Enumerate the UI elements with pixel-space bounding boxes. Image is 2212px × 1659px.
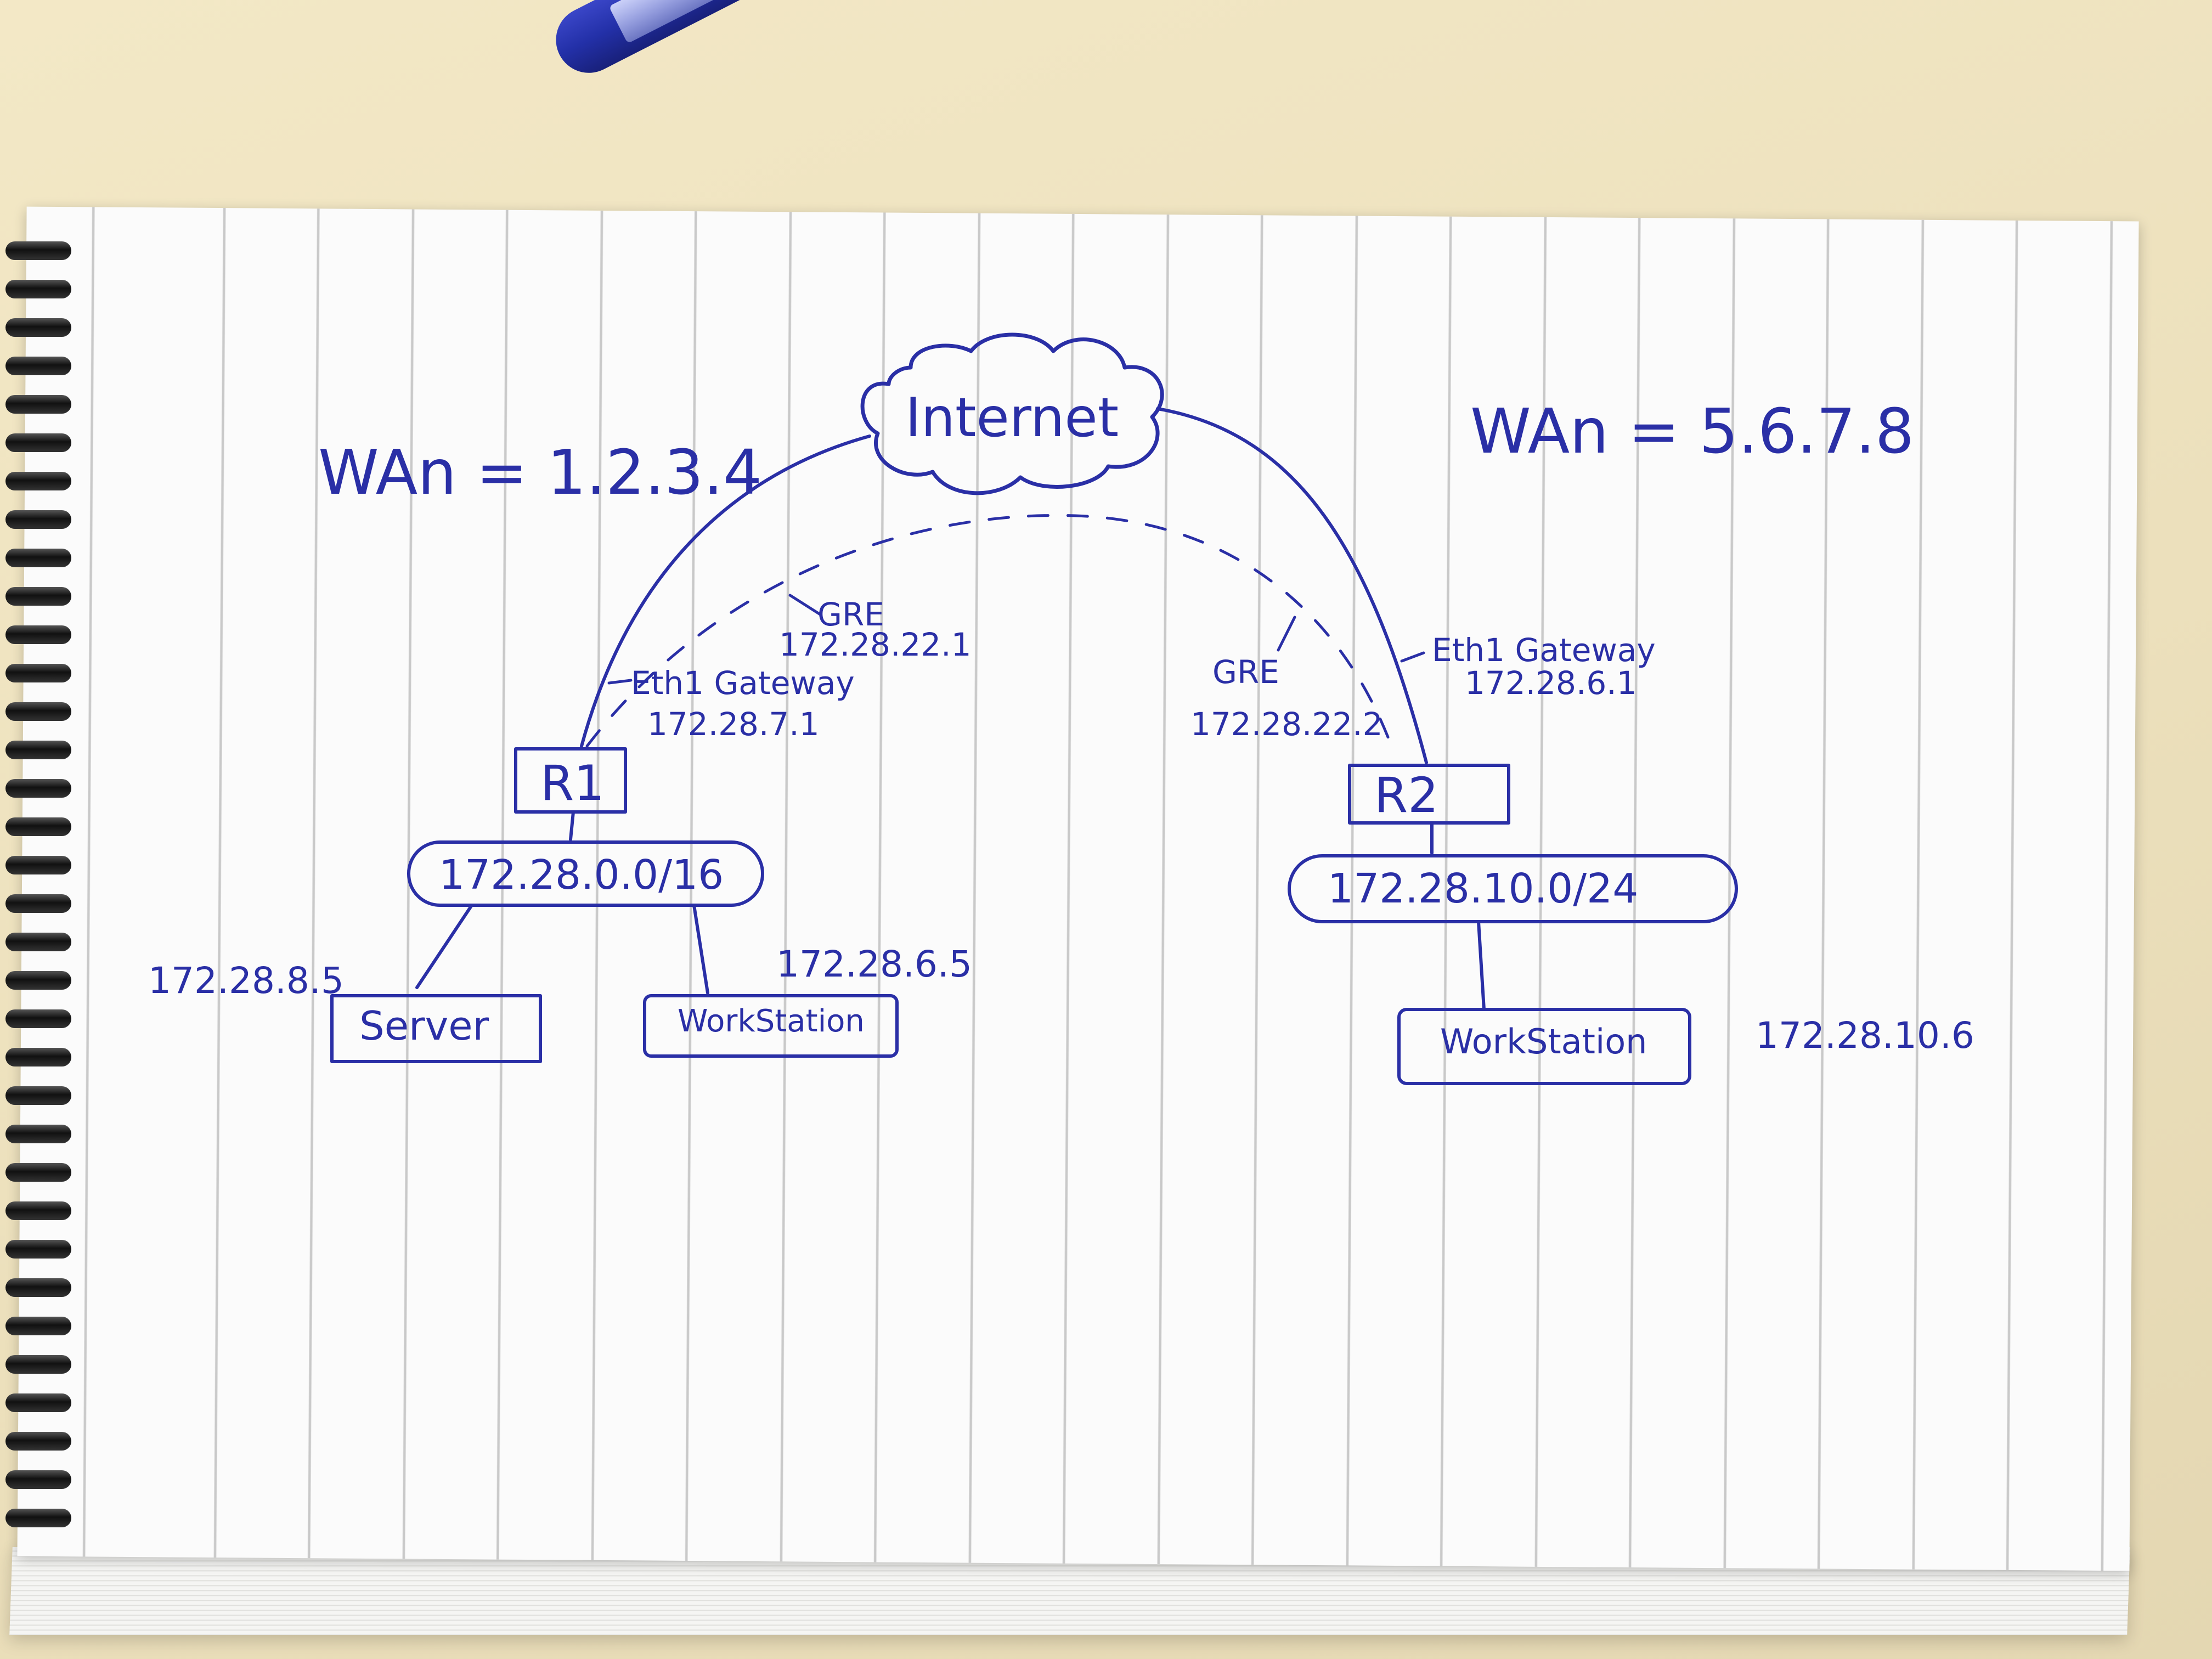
eth1-r1-tick (607, 679, 633, 685)
binding-ring (5, 625, 71, 644)
binding-ring (5, 1355, 71, 1374)
binding-ring (5, 1086, 71, 1105)
binding-ring (5, 817, 71, 836)
router-r1-box (514, 747, 627, 814)
binding-ring (5, 472, 71, 490)
binding-ring (5, 1470, 71, 1489)
binding-ring (5, 856, 71, 874)
server-label: Server (359, 1003, 489, 1049)
binding-ring (5, 587, 71, 606)
network-left-shape (407, 840, 764, 907)
binding-ring (5, 318, 71, 337)
r1-network-link (569, 810, 575, 841)
binding-ring (5, 933, 71, 951)
network-right-label: 172.28.10.0/24 (1328, 865, 1638, 912)
workstation-right-box (1397, 1008, 1691, 1085)
binding-ring (5, 1393, 71, 1412)
r2-gre-ip: 172.28.22.2 (1190, 706, 1383, 743)
router-r2-box (1348, 764, 1510, 825)
r2-gre-label: GRE (1212, 653, 1279, 691)
workstation-right-label: WorkStation (1440, 1022, 1647, 1062)
network-right-shape (1288, 854, 1738, 923)
gre-r2-tick (1277, 616, 1296, 652)
binding-ring (5, 1048, 71, 1066)
wan-left-label: WAn = 1.2.3.4 (318, 437, 762, 509)
r1-eth1-ip: 172.28.7.1 (647, 706, 820, 743)
binding-ring (5, 549, 71, 567)
eth1-r2-tick (1400, 651, 1425, 663)
r1-eth1-label: Eth1 Gateway (631, 664, 855, 702)
gre-r1-arrow (788, 594, 822, 616)
binding-ring (5, 1509, 71, 1527)
binding-ring (5, 1009, 71, 1028)
workstation-left-link (692, 904, 709, 995)
binding-ring (5, 357, 71, 375)
binding-ring (5, 280, 71, 298)
internet-cloud (860, 332, 1164, 495)
wan-link-r1 (580, 435, 871, 748)
spiral-binding (0, 241, 82, 1569)
binding-ring (5, 1240, 71, 1259)
binding-ring (5, 779, 71, 798)
binding-ring (5, 510, 71, 529)
binding-ring (5, 1317, 71, 1335)
binding-ring (5, 1201, 71, 1220)
binding-ring (5, 971, 71, 990)
r2-eth1-ip: 172.28.6.1 (1465, 664, 1637, 702)
binding-ring (5, 702, 71, 721)
router-r1-label: R1 (540, 755, 605, 811)
binding-ring (5, 1432, 71, 1451)
wan-right-label: WAn = 5.6.7.8 (1470, 396, 1914, 467)
server-link (415, 904, 473, 989)
server-ip: 172.28.8.5 (148, 960, 344, 1002)
binding-ring (5, 433, 71, 452)
binding-ring (5, 1163, 71, 1182)
binding-ring (5, 1278, 71, 1297)
workstation-right-link (1477, 920, 1486, 1011)
network-left-label: 172.28.0.0/16 (439, 851, 724, 899)
binding-ring (5, 241, 71, 260)
internet-label: Internet (905, 387, 1119, 449)
binding-ring (5, 894, 71, 913)
binding-ring (5, 1125, 71, 1143)
gre-tunnel (585, 514, 1395, 753)
binding-ring (5, 395, 71, 414)
server-box (330, 994, 542, 1063)
wan-link-r2 (1156, 407, 1428, 764)
workstation-left-box (643, 994, 899, 1058)
router-r2-label: R2 (1374, 767, 1438, 823)
workstation-left-label: WorkStation (678, 1003, 865, 1039)
binding-ring (5, 741, 71, 759)
r1-gre-label: GRE (817, 596, 884, 633)
r2-eth1-label: Eth1 Gateway (1432, 631, 1656, 669)
workstation-right-ip: 172.28.10.6 (1756, 1014, 1974, 1057)
r1-gre-ip: 172.28.22.1 (779, 626, 972, 663)
binding-ring (5, 664, 71, 682)
workstation-left-ip: 172.28.6.5 (776, 943, 972, 985)
